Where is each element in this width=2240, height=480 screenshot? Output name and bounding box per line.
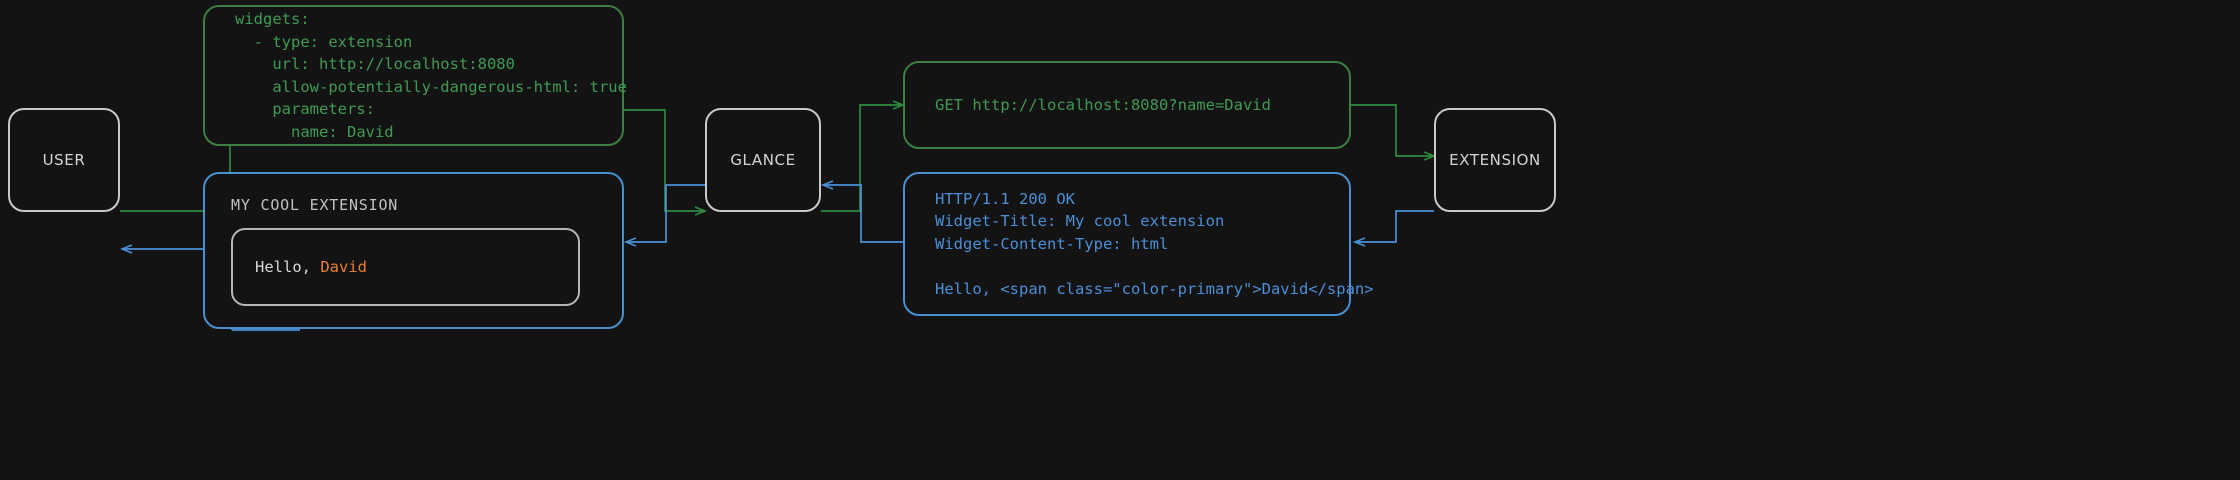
node-user-label: USER — [42, 151, 86, 169]
response-box[interactable]: HTTP/1.1 200 OK Widget-Title: My cool ex… — [903, 172, 1374, 316]
widget-content-card[interactable]: Hello, David — [231, 228, 580, 306]
edge-glance-to-widget — [623, 184, 705, 247]
edge-response-to-glance — [820, 180, 903, 243]
node-user[interactable]: USER — [8, 108, 120, 212]
response-box-code: HTTP/1.1 200 OK Widget-Title: My cool ex… — [935, 189, 1374, 298]
widget-box[interactable]: MY COOL EXTENSION Hello, David — [203, 172, 624, 329]
edge-extension-to-response — [1352, 210, 1434, 247]
request-box[interactable]: GET http://localhost:8080?name=David — [903, 61, 1351, 149]
request-box-code: GET http://localhost:8080?name=David — [935, 95, 1271, 114]
node-extension[interactable]: EXTENSION — [1434, 108, 1556, 212]
edge-config-to-glance — [624, 109, 708, 216]
edge-request-to-extension — [1351, 104, 1437, 161]
node-glance[interactable]: GLANCE — [705, 108, 821, 212]
config-box-code: widgets: - type: extension url: http://l… — [235, 10, 627, 141]
widget-greeting-name: David — [320, 258, 367, 276]
node-glance-label: GLANCE — [730, 151, 796, 169]
config-box[interactable]: widgets: - type: extension url: http://l… — [203, 5, 627, 146]
edge-glance-to-request — [821, 100, 906, 212]
widget-title: MY COOL EXTENSION — [231, 196, 399, 214]
widget-greeting-prefix: Hello, — [255, 258, 321, 276]
node-extension-label: EXTENSION — [1449, 151, 1541, 169]
widget-greeting: Hello, David — [255, 258, 367, 276]
